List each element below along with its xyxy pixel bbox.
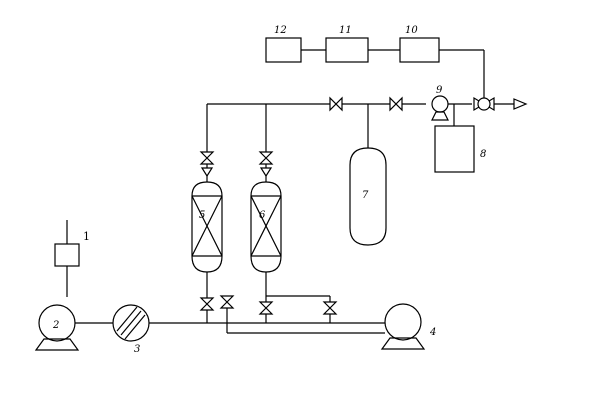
label-8: 8 <box>480 149 486 160</box>
label-5: 5 <box>199 210 205 221</box>
component-1-indicator <box>54 220 80 297</box>
label-2: 2 <box>52 320 59 331</box>
component-8-box <box>434 125 475 173</box>
label-4: 4 <box>429 327 436 338</box>
reactor-5 <box>191 113 223 273</box>
reactor-6 <box>250 113 282 273</box>
outlet-valve <box>473 50 528 112</box>
component-3-flowmeter <box>112 304 150 342</box>
component-7-vessel <box>349 147 387 246</box>
valve-reactor-5-bottom <box>199 297 215 311</box>
component-2-pump <box>34 304 113 351</box>
component-9-valve <box>431 95 472 126</box>
label-9: 9 <box>436 85 443 96</box>
label-10: 10 <box>405 25 418 36</box>
label-3: 3 <box>134 344 140 355</box>
label-1: 1 <box>83 230 90 243</box>
component-12-box <box>265 37 302 63</box>
valve-reactor-6-bottom <box>258 301 274 315</box>
valve-outlet-line <box>322 301 338 315</box>
top-header-line <box>206 96 426 148</box>
component-11-box <box>325 37 369 63</box>
valve-bypass <box>219 295 235 309</box>
label-6: 6 <box>259 210 266 221</box>
label-11: 11 <box>339 25 352 36</box>
label-12: 12 <box>274 25 287 36</box>
component-4-pump <box>380 303 426 350</box>
component-10-box <box>399 37 440 63</box>
label-7: 7 <box>362 190 369 201</box>
